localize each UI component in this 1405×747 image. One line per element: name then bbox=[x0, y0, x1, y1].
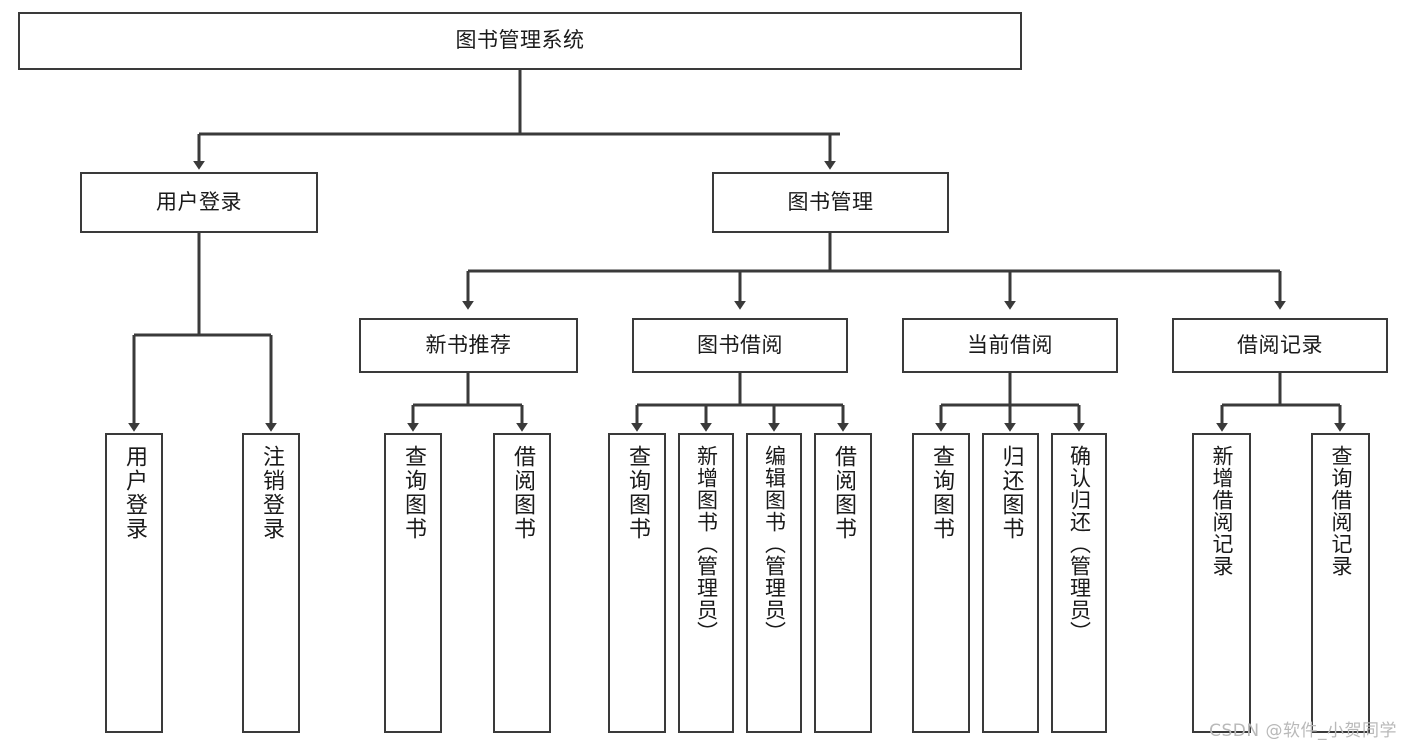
node-root[interactable]: 图书管理系统 bbox=[18, 12, 1022, 70]
node-book-manage-label: 图书管理 bbox=[787, 189, 874, 214]
node-leaf-add-record[interactable]: 新增借阅记录 bbox=[1192, 433, 1251, 733]
node-leaf-query-book-2[interactable]: 查询图书 bbox=[608, 433, 666, 733]
node-borrow-record[interactable]: 借阅记录 bbox=[1172, 318, 1388, 373]
node-new-book-recommend[interactable]: 新书推荐 bbox=[359, 318, 578, 373]
node-leaf-edit-book[interactable]: 编辑图书（管理员） bbox=[746, 433, 802, 733]
node-root-label: 图书管理系统 bbox=[455, 28, 585, 53]
node-current-borrow[interactable]: 当前借阅 bbox=[902, 318, 1118, 373]
node-leaf-query-book-3[interactable]: 查询图书 bbox=[912, 433, 970, 733]
node-leaf-borrow-book-1-label: 借阅图书 bbox=[510, 445, 535, 541]
node-current-borrow-label: 当前借阅 bbox=[967, 332, 1053, 357]
node-leaf-edit-book-label: 编辑图书（管理员） bbox=[762, 445, 787, 643]
node-user-login[interactable]: 用户登录 bbox=[80, 172, 318, 233]
node-leaf-return-book-label: 归还图书 bbox=[998, 445, 1024, 541]
node-leaf-return-book[interactable]: 归还图书 bbox=[982, 433, 1039, 733]
node-leaf-query-book-3-label: 查询图书 bbox=[929, 445, 954, 541]
node-leaf-borrow-book-1[interactable]: 借阅图书 bbox=[493, 433, 551, 733]
node-leaf-query-record[interactable]: 查询借阅记录 bbox=[1311, 433, 1370, 733]
node-leaf-query-book-2-label: 查询图书 bbox=[625, 445, 650, 541]
node-leaf-query-book-1[interactable]: 查询图书 bbox=[384, 433, 442, 733]
node-user-login-label: 用户登录 bbox=[156, 189, 242, 214]
node-book-borrow[interactable]: 图书借阅 bbox=[632, 318, 848, 373]
node-book-manage[interactable]: 图书管理 bbox=[712, 172, 949, 233]
node-borrow-record-label: 借阅记录 bbox=[1237, 332, 1323, 357]
node-leaf-add-record-label: 新增借阅记录 bbox=[1210, 445, 1234, 577]
watermark-text: CSDN @软件_小贺同学 bbox=[1209, 721, 1397, 741]
node-leaf-confirm-return[interactable]: 确认归还（管理员） bbox=[1051, 433, 1107, 733]
node-leaf-user-login-label: 用户登录 bbox=[122, 445, 147, 541]
node-leaf-add-book-label: 新增图书（管理员） bbox=[694, 445, 719, 643]
node-leaf-add-book[interactable]: 新增图书（管理员） bbox=[678, 433, 734, 733]
node-leaf-query-record-label: 查询借阅记录 bbox=[1329, 445, 1353, 577]
node-leaf-logout-label: 注销登录 bbox=[259, 445, 284, 541]
node-book-borrow-label: 图书借阅 bbox=[697, 332, 783, 357]
node-leaf-user-login[interactable]: 用户登录 bbox=[105, 433, 163, 733]
node-leaf-confirm-return-label: 确认归还（管理员） bbox=[1067, 445, 1092, 643]
node-leaf-logout[interactable]: 注销登录 bbox=[242, 433, 300, 733]
node-leaf-borrow-book-2[interactable]: 借阅图书 bbox=[814, 433, 872, 733]
node-new-book-recommend-label: 新书推荐 bbox=[425, 332, 512, 357]
node-leaf-borrow-book-2-label: 借阅图书 bbox=[831, 445, 856, 541]
node-leaf-query-book-1-label: 查询图书 bbox=[401, 445, 426, 541]
